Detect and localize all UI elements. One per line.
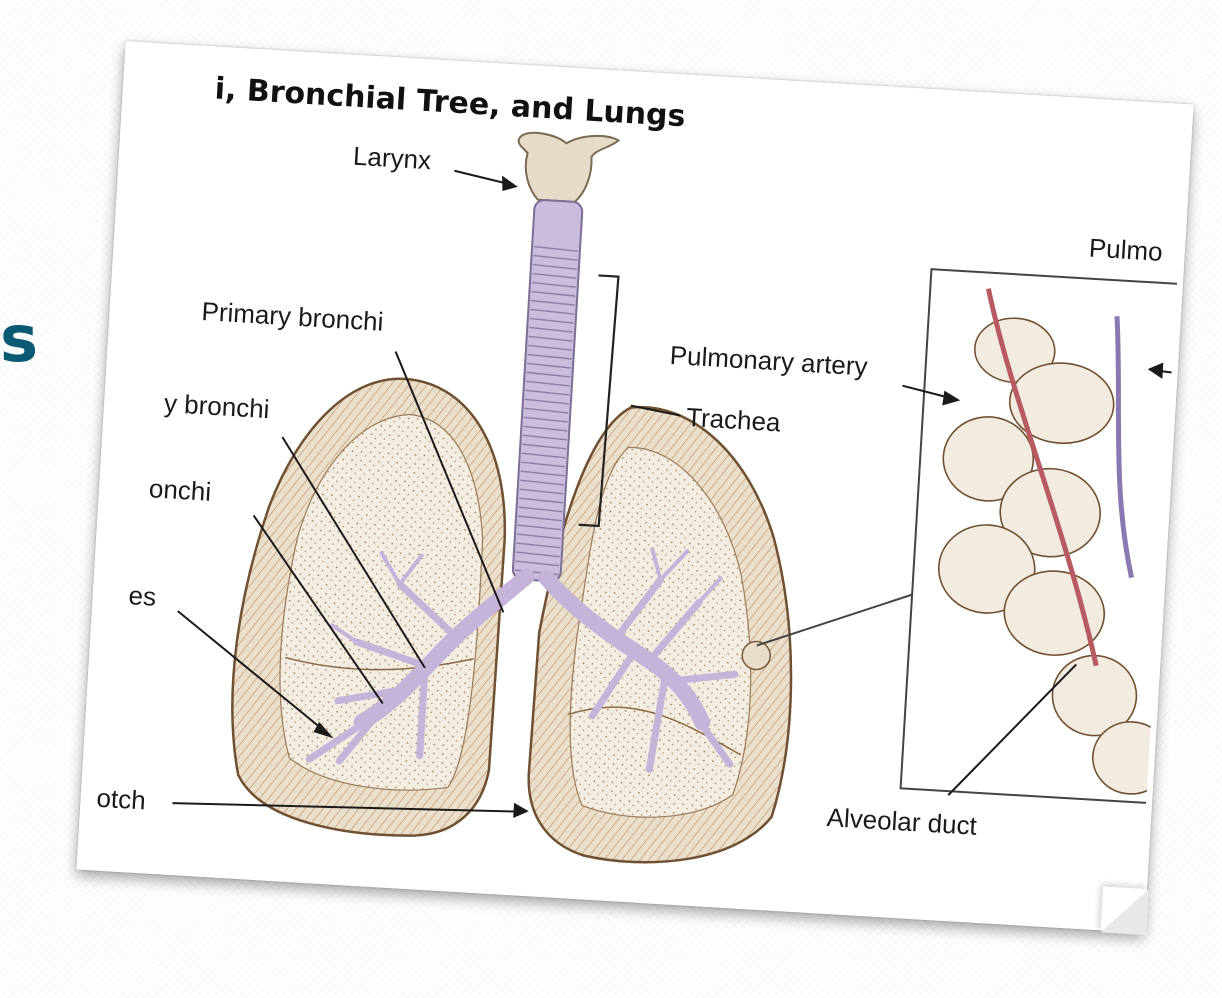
larynx: [515, 131, 619, 204]
label-alveolar-duct: Alveolar duct: [826, 802, 979, 841]
lungs-diagram: i, Bronchial Tree, and Lungs: [83, 47, 1188, 926]
label-pulmonary-artery: Pulmonary artery: [669, 340, 868, 382]
label-bronchioles: es: [128, 580, 157, 612]
slide-title-fragment: s: [0, 308, 38, 372]
label-tertiary-bronchi: onchi: [148, 473, 212, 507]
label-cardiac-notch: otch: [96, 783, 147, 816]
diagram-image: i, Bronchial Tree, and Lungs: [83, 47, 1188, 926]
figure-title: i, Bronchial Tree, and Lungs: [214, 71, 687, 134]
alveolar-sac: [924, 314, 1187, 796]
label-larynx: Larynx: [352, 141, 432, 176]
label-pulmonary-vein: Pulmo: [1088, 233, 1163, 267]
label-primary-bronchi: Primary bronchi: [201, 296, 385, 337]
lung-highlight-circle: [741, 641, 771, 671]
label-secondary-bronchi: y bronchi: [163, 388, 270, 424]
pulmonary-vein-vessel: [1102, 316, 1147, 577]
page-curl: [1100, 886, 1149, 935]
diagram-photo-frame: i, Bronchial Tree, and Lungs: [76, 41, 1193, 933]
label-trachea: Trachea: [685, 402, 782, 438]
